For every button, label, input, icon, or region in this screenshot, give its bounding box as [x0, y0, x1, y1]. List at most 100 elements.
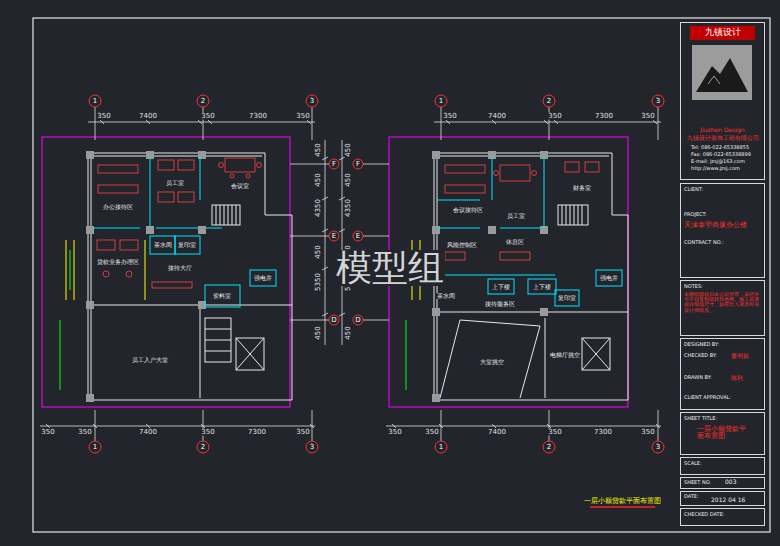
dimension-text: 350	[442, 113, 457, 120]
axis-bubble: 2	[546, 98, 552, 105]
axis-bubble: D	[330, 317, 337, 324]
title-block-cell: CHECKED DATE:	[680, 508, 765, 526]
title-block-text: http://www.jzsj.com	[691, 166, 740, 172]
room-name: 员工入户大堂	[131, 357, 169, 363]
axis-bubble: 3	[309, 98, 315, 105]
dimension-text: 350	[200, 429, 215, 436]
title-block-text: SHEET TITLE:	[684, 416, 717, 422]
room-name: 上下楼	[532, 284, 552, 290]
axis-bubble: 1	[92, 444, 98, 451]
dimension-text: 350	[40, 429, 55, 436]
room-name: 休息区	[505, 239, 525, 245]
dimension-text: 350	[547, 113, 562, 120]
title-block-text: CLIENT:	[684, 187, 703, 193]
room-name: 会议室	[230, 183, 250, 189]
title-block-text: 陈秋	[731, 375, 743, 382]
room-name: 资料室	[212, 293, 232, 299]
axis-bubble: 3	[309, 444, 315, 451]
title-block-cell: SHEET TITLE: 一层小额贷款平面布置图	[680, 412, 765, 455]
axis-bubble: 2	[200, 444, 206, 451]
title-block-cell: NOTES:本图纸版权归本公司所有，未经许可不得复制或转作他用。施工前请核对现场…	[680, 280, 765, 336]
axis-bubble: 1	[92, 98, 98, 105]
room-name: 大堂挑空	[479, 359, 505, 365]
dimension-text: 7300	[594, 113, 614, 120]
title-block-text: 2012 04 16	[711, 497, 745, 504]
room-name: 复印室	[177, 242, 197, 248]
title-block-text: 天津泰宇商厦办公楼	[684, 222, 747, 229]
dimension-text: 450	[315, 325, 322, 340]
axis-bubble: 2	[546, 444, 552, 451]
room-name: 接待服务区	[484, 301, 516, 307]
room-name: 电梯厅挑空	[549, 352, 581, 358]
dimension-text: 7300	[248, 113, 268, 120]
logo-panel: 九镇设计Jiuzhen Design九镇设计装饰工程有限公司Tel: 086-0…	[680, 22, 765, 180]
title-block-text: 003	[725, 479, 736, 486]
axis-bubble: 3	[655, 444, 661, 451]
dimension-text: 450	[315, 142, 322, 157]
room-name: 财务室	[572, 185, 592, 191]
title-block-text: E-mail: jzsj@163.com	[691, 159, 745, 165]
room-name: 员工室	[165, 180, 185, 186]
axis-bubble: E	[331, 233, 337, 240]
dimension-text: 350	[387, 429, 402, 436]
watermark: 模型组	[335, 250, 445, 286]
axis-bubble: F	[331, 161, 337, 168]
room-name: 上下楼	[491, 284, 511, 290]
title-block-text: 九镇设计	[681, 27, 764, 37]
axis-bubble: 1	[438, 98, 444, 105]
title-block-text: CHECKED DATE:	[684, 512, 724, 518]
axis-bubble: 1	[438, 444, 444, 451]
dimension-text: 7300	[247, 429, 267, 436]
title-block-cell: DATE:2012 04 16	[680, 491, 765, 506]
dimension-text: 4350	[345, 198, 352, 218]
dimension-text: 450	[345, 142, 352, 157]
room-name: 会议接待区	[452, 207, 484, 213]
title-block-text: DESIGNED BY:	[684, 342, 719, 348]
room-name: 办公接待区	[102, 204, 134, 210]
title-block-text: SHEET NO.	[684, 480, 711, 486]
title-block-text: Tel: 086-022-65338855	[691, 145, 749, 151]
title-block-cell: DESIGNED BY:CHECKED BY:董明振DRAWN BY:陈秋CLI…	[680, 338, 765, 410]
title-block-text: 一层小额贷款平面布置图	[697, 426, 748, 441]
axis-bubble: E	[355, 233, 361, 240]
drawing-caption: 一层小额贷款平面布置图	[583, 498, 662, 505]
title-block-text: SCALE:	[684, 461, 702, 467]
title-block-cell: SHEET NO. 003	[680, 477, 765, 489]
dimension-text: 450	[345, 325, 352, 340]
dimension-text: 350	[424, 429, 439, 436]
room-name: 强电井	[253, 275, 273, 281]
room-name: 强电井	[599, 275, 619, 281]
title-block-text: DRAWN BY:	[684, 375, 712, 381]
title-block-text: 九镇设计装饰工程有限公司	[681, 135, 764, 141]
axis-bubble: D	[354, 317, 361, 324]
dimension-text: 5350	[315, 272, 322, 292]
dimension-text: 7400	[487, 429, 507, 436]
title-block-text: CONTRACT NO.:	[684, 240, 724, 246]
title-block-text: 董明振	[731, 353, 749, 360]
dimension-text: 350	[96, 113, 111, 120]
title-block-text: CLIENT APPROVAL:	[684, 395, 731, 401]
title-block-text: 本图纸版权归本公司所有，未经许可不得复制或转作他用。施工前请核对现场尺寸，如有出…	[684, 292, 760, 313]
dimension-text: 350	[547, 429, 562, 436]
title-block-cell: CLIENT: PROJECT: 天津泰宇商厦办公楼 CONTRACT NO.:	[680, 183, 765, 278]
room-name: 茶水间	[436, 293, 456, 299]
title-block-text: Fax: 086-022-65338899	[691, 152, 751, 158]
dimension-text: 350	[640, 429, 655, 436]
title-block-cell: SCALE:	[680, 457, 765, 475]
axis-bubble: 3	[655, 98, 661, 105]
dimension-text: 350	[295, 113, 310, 120]
room-name: 接待大厅	[167, 265, 193, 271]
dimension-text: 350	[295, 429, 310, 436]
dimension-text: 450	[315, 172, 322, 187]
dimension-text: 350	[77, 429, 92, 436]
axis-bubble: F	[355, 161, 361, 168]
dimension-text: 450	[345, 172, 352, 187]
title-block-text: PROJECT:	[684, 212, 707, 218]
dimension-text: 7300	[593, 429, 613, 436]
dimension-text: 350	[200, 113, 215, 120]
dimension-text: 4350	[315, 198, 322, 218]
room-name: 茶水间	[153, 242, 173, 248]
room-name: 员工室	[506, 213, 526, 219]
dimension-text: 7400	[138, 429, 158, 436]
